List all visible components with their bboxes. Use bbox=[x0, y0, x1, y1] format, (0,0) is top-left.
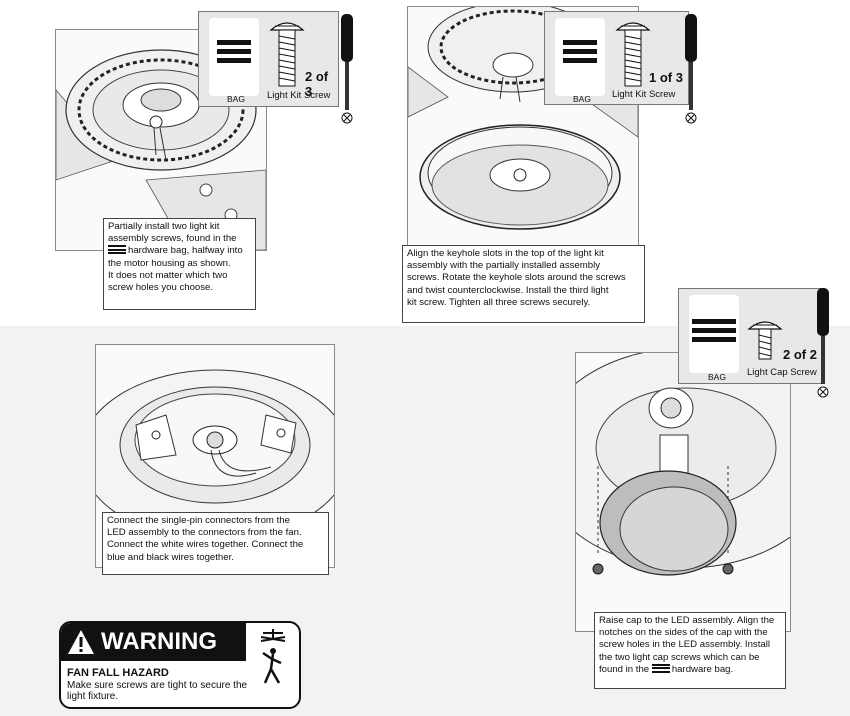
screw-count: 2 of 2 bbox=[783, 347, 817, 362]
bag-label: BAG bbox=[708, 372, 726, 382]
screw-count: 2 of 3 bbox=[305, 69, 329, 99]
step1-screw-card: BAG 2 of 3 Light Kit Screw bbox=[198, 11, 339, 107]
warning-text: Make sure screws are tight to secure the… bbox=[67, 680, 248, 702]
screw-count: 1 of 3 bbox=[649, 70, 683, 85]
step1-caption: Partially install two light kit assembly… bbox=[103, 218, 256, 310]
led-connector-drawing bbox=[96, 369, 334, 541]
hardware-bag-icon bbox=[689, 295, 739, 373]
screwdriver-icon bbox=[685, 14, 697, 124]
bag-label: BAG bbox=[227, 94, 245, 104]
bag-icon bbox=[108, 245, 126, 255]
step2-illustration bbox=[407, 6, 639, 246]
step4-screw-card: BAG 2 of 2 Light Cap Screw bbox=[678, 288, 823, 384]
step3-caption: Connect the single-pin connectors from t… bbox=[102, 512, 329, 575]
screw-name: Light Kit Screw bbox=[612, 89, 676, 100]
screwdriver-icon bbox=[341, 14, 353, 124]
hardware-bag-icon bbox=[209, 18, 259, 96]
light-cap-drawing bbox=[576, 353, 790, 576]
light-cap-screw-icon bbox=[747, 321, 783, 360]
hardware-bag-icon bbox=[555, 18, 605, 96]
step4-illustration bbox=[575, 352, 791, 632]
warning-title: FAN FALL HAZARD bbox=[67, 667, 169, 679]
bag-label: BAG bbox=[573, 94, 591, 104]
warning-triangle-icon bbox=[68, 630, 94, 654]
step2-caption: Align the keyhole slots in the top of th… bbox=[402, 245, 645, 323]
warning-heading: WARNING bbox=[61, 623, 246, 661]
falling-fan-icon bbox=[260, 629, 286, 684]
step2-screw-card: BAG 1 of 3 Light Kit Screw bbox=[544, 11, 689, 105]
screwdriver-icon bbox=[817, 288, 829, 398]
light-kit-screw-icon bbox=[269, 22, 305, 87]
light-kit-screw-icon bbox=[615, 22, 651, 87]
step4-caption: Raise cap to the LED assembly. Align the… bbox=[594, 612, 786, 689]
screw-name: Light Kit Screw bbox=[267, 90, 331, 101]
bag-icon bbox=[651, 663, 670, 673]
screw-name: Light Cap Screw bbox=[747, 367, 817, 378]
warning-box: WARNING FAN FALL HAZARD Make sure screws… bbox=[59, 621, 301, 709]
